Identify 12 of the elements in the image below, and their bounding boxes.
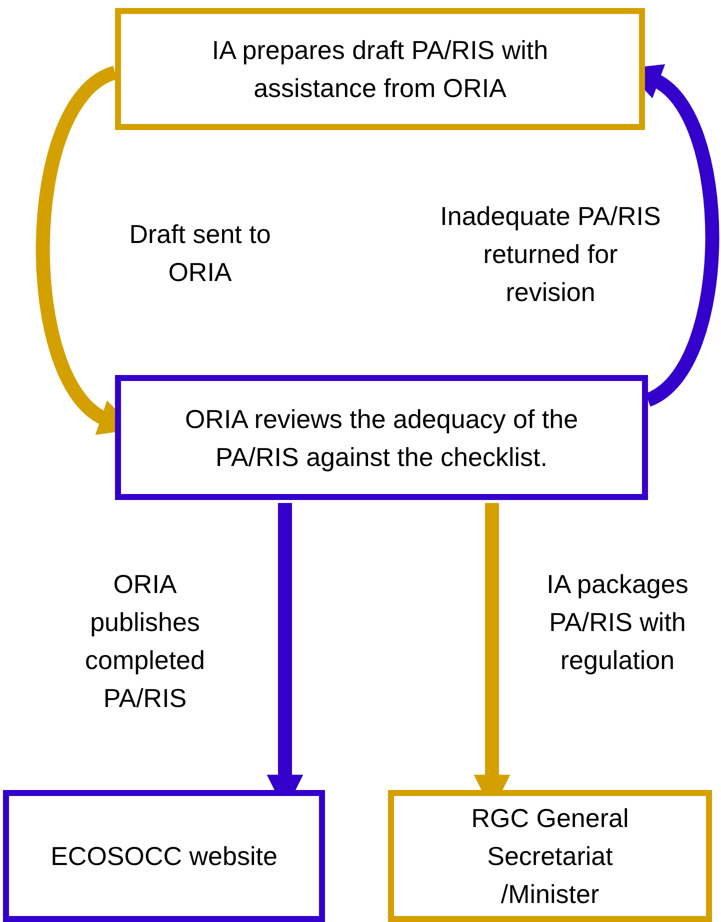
process-box (388, 790, 712, 922)
box-text: ORIA reviews the adequacy of the PA/RIS against the checklist. (184, 402, 580, 474)
edge-label: ORIA publishes completed PA/RIS (84, 568, 206, 715)
process-box (115, 8, 645, 130)
edge-label: Inadequate PA/RIS returned for revision (439, 200, 662, 309)
box-text: IA prepares draft PA/RIS with assistance from ORIA (210, 34, 550, 105)
edge-label: Draft sent to ORIA (128, 218, 272, 289)
process-box (115, 375, 648, 500)
box-text: ECOSOCC website (50, 840, 278, 873)
process-box (3, 790, 325, 922)
edge-label: IA packages PA/RIS with regulation (546, 568, 690, 677)
box-text: RGC General Secretariat /Minister (470, 802, 630, 911)
